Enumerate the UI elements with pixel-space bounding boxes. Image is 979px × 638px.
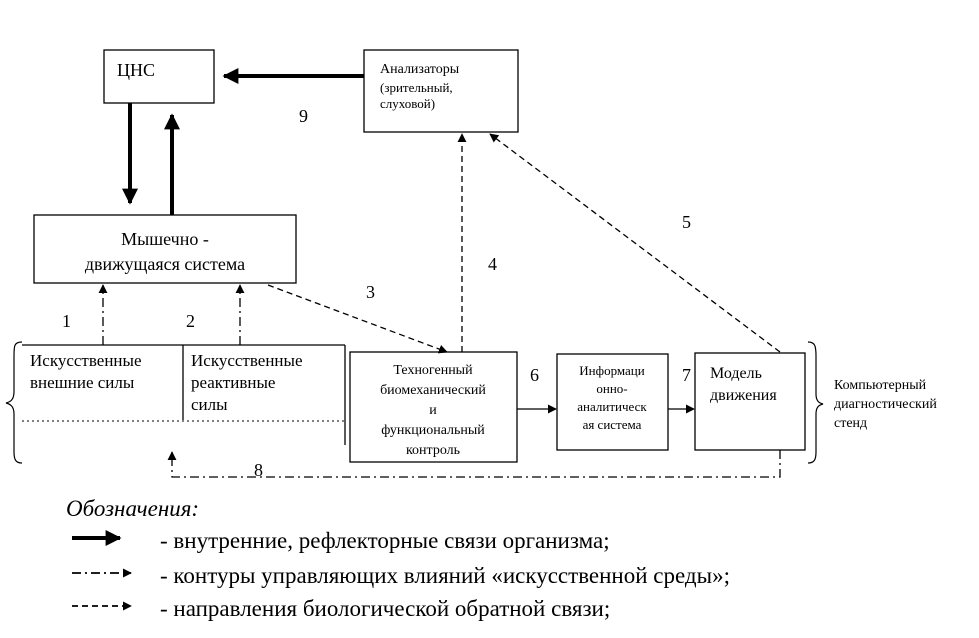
link-number-3: 3 [366,282,375,302]
reactive-forces-label-2: реактивные [191,373,275,392]
link-number-6: 6 [530,365,539,385]
analyzers-box: Анализаторы (зрительный, слуховой) [363,49,519,133]
motion-model-label-2: движения [710,387,777,404]
analyzers-label-2: (зрительный, [380,80,453,95]
legend-item-solid: - внутренние, рефлекторные связи организ… [160,528,610,553]
stand-label-1: Компьютерный [834,378,927,393]
link-3-arrow [267,284,448,354]
technogenic-label-2: биомеханический [380,383,486,398]
muscle-label-2: движущаяся система [85,254,245,274]
reactive-forces-label-1: Искусственные [191,351,303,370]
motion-model-label-1: Модель [710,365,762,382]
info-label-3: аналитическ [577,399,647,414]
stand-label-2: диагностический [834,397,937,412]
cns-box: ЦНС [103,49,215,104]
info-label-2: онно- [596,381,627,396]
legend-item-dashdot: - контуры управляющих влияний «искусстве… [160,563,730,588]
technogenic-label-3: и [429,403,437,418]
external-forces-label-1: Искусственные [30,351,142,370]
link-number-4: 4 [488,254,497,274]
legend-title: Обозначения: [66,496,199,521]
analyzers-label-1: Анализаторы [380,62,460,77]
technogenic-control-box: Техногенный биомеханический и функционал… [349,351,518,463]
link-number-9: 9 [299,106,308,126]
artificial-forces-panel: Искусственные внешние силы Искусственные… [22,344,346,445]
link-5-arrow [489,133,781,353]
link-number-1: 1 [62,311,71,331]
technogenic-label-4: функциональный [381,423,485,438]
stand-label-3: стенд [834,416,867,431]
legend-item-dash: - направления биологической обратной свя… [160,596,610,621]
link-8-arrow [167,450,781,478]
technogenic-label-1: Техногенный [393,363,473,378]
legend: Обозначения: - внутренние, рефлекторные … [66,496,730,621]
right-brace [807,341,824,464]
info-label-4: ая система [583,417,642,432]
external-forces-label-2: внешние силы [30,373,135,392]
link-number-2: 2 [186,311,195,331]
stand-label: Компьютерный диагностический стенд [834,378,937,431]
technogenic-label-5: контроль [406,443,460,458]
analyzers-label-3: слуховой) [380,96,435,111]
reactive-forces-label-3: силы [191,395,228,414]
link-number-7: 7 [682,365,691,385]
motion-model-box: Модель движения [694,352,806,451]
cns-label: ЦНС [117,60,155,80]
info-label-1: Информаци [579,363,644,378]
link-number-8: 8 [254,460,263,480]
left-brace [5,341,23,464]
info-system-box: Информаци онно- аналитическ ая система [556,353,669,451]
link-number-5: 5 [682,212,691,232]
muscle-label-1: Мышечно - [121,229,209,249]
muscle-system-box: Мышечно - движущаяся система [33,214,297,284]
